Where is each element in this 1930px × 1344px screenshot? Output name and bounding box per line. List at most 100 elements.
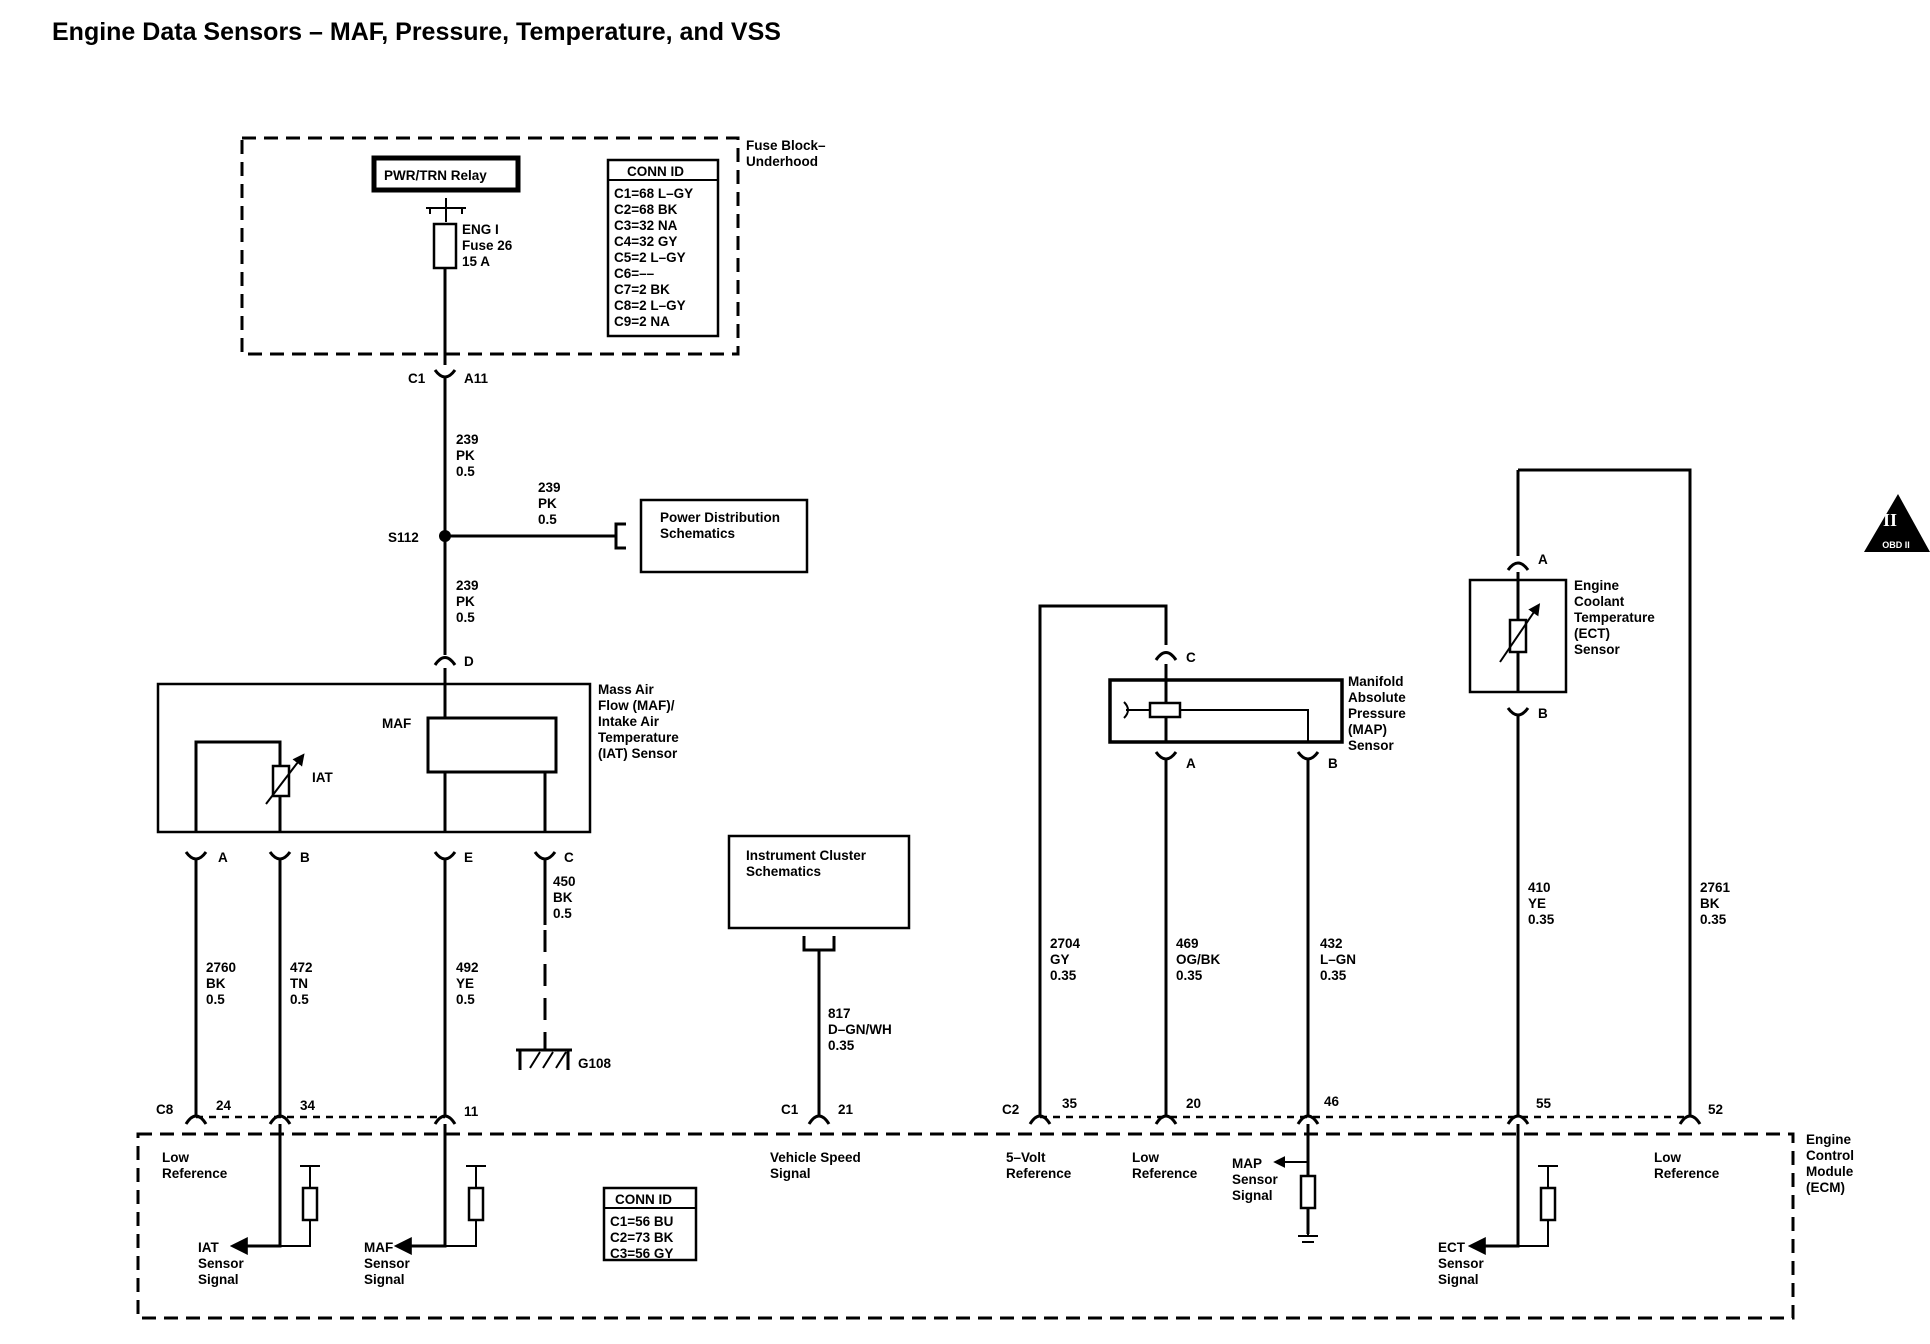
svg-text:OBD II: OBD II: [1882, 540, 1910, 550]
svg-text:Reference: Reference: [1006, 1166, 1072, 1181]
svg-text:Absolute: Absolute: [1348, 690, 1406, 705]
svg-text:Sensor: Sensor: [1232, 1172, 1279, 1187]
ecm-conn-id-table: CONN ID C1=56 BU C2=73 BK C3=56 GY: [602, 1186, 698, 1262]
svg-text:0.5: 0.5: [456, 992, 475, 1007]
svg-text:0.35: 0.35: [1176, 968, 1203, 983]
wire-239-lower-label: 239: [456, 578, 479, 593]
svg-text:II: II: [1883, 510, 1897, 530]
pwr-trn-relay: [371, 155, 521, 193]
svg-text:34: 34: [300, 1098, 316, 1113]
svg-text:IAT: IAT: [312, 770, 333, 785]
svg-text:21: 21: [838, 1102, 854, 1117]
svg-text:55: 55: [1536, 1096, 1552, 1111]
svg-text:0.35: 0.35: [1528, 912, 1555, 927]
relay-label: PWR/TRN Relay: [384, 168, 487, 183]
wire-2704-label: 2704: [1050, 936, 1081, 951]
svg-text:C4=32 GY: C4=32 GY: [614, 234, 677, 249]
svg-text:Signal: Signal: [198, 1272, 239, 1287]
svg-text:CONN ID: CONN ID: [615, 1192, 672, 1207]
svg-text:0.35: 0.35: [1320, 968, 1347, 983]
svg-text:PK: PK: [456, 448, 475, 463]
svg-text:Fuse 26: Fuse 26: [462, 238, 513, 253]
wire-2761-label: 2761: [1700, 880, 1731, 895]
svg-text:5–Volt: 5–Volt: [1006, 1150, 1046, 1165]
fuse-block-underhood: Fuse Block– Underhood PWR/TRN Relay ENG …: [240, 136, 826, 356]
svg-text:BK: BK: [1700, 896, 1720, 911]
svg-text:15 A: 15 A: [462, 254, 490, 269]
svg-text:BK: BK: [206, 976, 226, 991]
svg-text:C1: C1: [408, 371, 426, 386]
maf-element: [426, 716, 558, 774]
svg-text:Signal: Signal: [364, 1272, 405, 1287]
svg-text:Sensor: Sensor: [1574, 642, 1621, 657]
svg-text:MAF: MAF: [382, 716, 411, 731]
svg-text:0.5: 0.5: [456, 464, 475, 479]
svg-text:C5=2 L–GY: C5=2 L–GY: [614, 250, 686, 265]
svg-text:35: 35: [1062, 1096, 1078, 1111]
svg-text:(ECM): (ECM): [1806, 1180, 1845, 1195]
wire-450-label: 450: [553, 874, 576, 889]
svg-text:B: B: [1328, 756, 1338, 771]
svg-text:A: A: [1538, 552, 1548, 567]
svg-text:Underhood: Underhood: [746, 154, 818, 169]
svg-text:Signal: Signal: [1438, 1272, 1479, 1287]
maf-iat-sensor: Mass Air Flow (MAF)/ Intake Air Temperat…: [156, 668, 679, 834]
svg-text:Flow (MAF)/: Flow (MAF)/: [598, 698, 675, 713]
svg-text:(MAP): (MAP): [1348, 722, 1387, 737]
svg-text:OG/BK: OG/BK: [1176, 952, 1221, 967]
svg-text:ENG I: ENG I: [462, 222, 499, 237]
svg-text:0.5: 0.5: [456, 610, 475, 625]
svg-text:MAF: MAF: [364, 1240, 393, 1255]
svg-text:Low: Low: [162, 1150, 189, 1165]
svg-text:C8=2 L–GY: C8=2 L–GY: [614, 298, 686, 313]
svg-text:YE: YE: [1528, 896, 1546, 911]
svg-text:0.35: 0.35: [1700, 912, 1727, 927]
wire-2760-label: 2760: [206, 960, 236, 975]
svg-text:52: 52: [1708, 1102, 1723, 1117]
svg-text:GY: GY: [1050, 952, 1070, 967]
svg-text:Low: Low: [1132, 1150, 1159, 1165]
svg-text:Schematics: Schematics: [746, 864, 821, 879]
svg-text:D: D: [464, 654, 474, 669]
svg-text:ECT: ECT: [1438, 1240, 1466, 1255]
svg-text:B: B: [1538, 706, 1548, 721]
svg-text:11: 11: [464, 1104, 479, 1119]
svg-text:TN: TN: [290, 976, 308, 991]
svg-text:Sensor: Sensor: [364, 1256, 411, 1271]
svg-text:C3=56 GY: C3=56 GY: [610, 1246, 673, 1261]
svg-text:Vehicle Speed: Vehicle Speed: [770, 1150, 861, 1165]
svg-text:46: 46: [1324, 1094, 1340, 1109]
svg-text:BK: BK: [553, 890, 573, 905]
svg-text:C1=68 L–GY: C1=68 L–GY: [614, 186, 693, 201]
svg-text:C2=68 BK: C2=68 BK: [614, 202, 678, 217]
svg-text:Engine: Engine: [1574, 578, 1619, 593]
svg-text:Reference: Reference: [162, 1166, 228, 1181]
instrument-cluster-schematics-ref: Instrument Cluster Schematics: [727, 834, 911, 930]
wire-817-label: 817: [828, 1006, 851, 1021]
svg-text:C3=32 NA: C3=32 NA: [614, 218, 678, 233]
svg-text:Manifold: Manifold: [1348, 674, 1404, 689]
wire-472-label: 472: [290, 960, 313, 975]
svg-text:0.35: 0.35: [1050, 968, 1077, 983]
svg-text:PK: PK: [538, 496, 557, 511]
svg-text:A: A: [218, 850, 228, 865]
svg-text:Engine: Engine: [1806, 1132, 1851, 1147]
svg-text:C8: C8: [156, 1102, 174, 1117]
svg-text:Sensor: Sensor: [198, 1256, 245, 1271]
svg-text:E: E: [464, 850, 473, 865]
svg-text:Sensor: Sensor: [1438, 1256, 1485, 1271]
svg-text:Temperature: Temperature: [598, 730, 679, 745]
svg-text:Temperature: Temperature: [1574, 610, 1655, 625]
svg-text:YE: YE: [456, 976, 474, 991]
power-distribution-schematics-ref: Power Distribution Schematics: [639, 498, 809, 574]
svg-text:MAP: MAP: [1232, 1156, 1262, 1171]
svg-text:24: 24: [216, 1098, 232, 1113]
svg-text:Sensor: Sensor: [1348, 738, 1395, 753]
svg-text:Instrument Cluster: Instrument Cluster: [746, 848, 867, 863]
ect-sensor: Engine Coolant Temperature (ECT) Sensor: [1468, 572, 1655, 694]
svg-text:C1: C1: [781, 1102, 799, 1117]
svg-text:C2=73 BK: C2=73 BK: [610, 1230, 674, 1245]
wire-469-label: 469: [1176, 936, 1199, 951]
svg-text:L–GN: L–GN: [1320, 952, 1356, 967]
svg-text:C2: C2: [1002, 1102, 1019, 1117]
